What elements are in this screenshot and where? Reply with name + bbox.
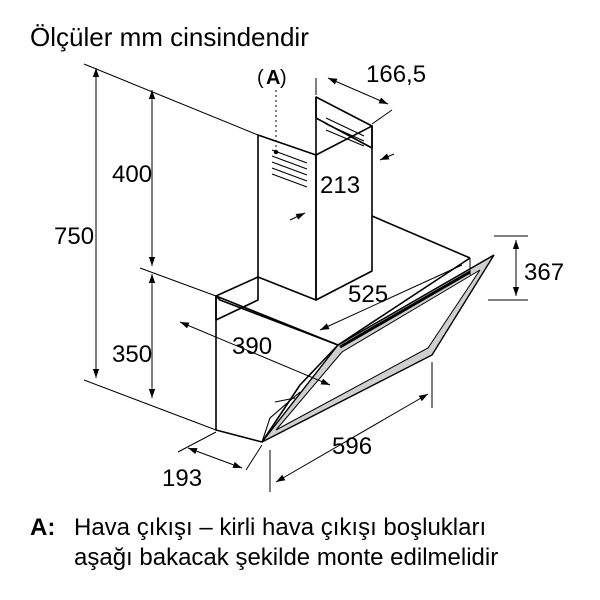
dim-depth: 193 [162, 465, 202, 492]
dim-body-side: 525 [348, 281, 388, 308]
chimney [257, 96, 373, 301]
dim-glass-height: 367 [524, 259, 564, 286]
chimney-vent-slots [271, 117, 365, 188]
dim-glass-width: 596 [332, 433, 372, 460]
dim-body-height: 350 [112, 341, 152, 368]
legend: A: Hava çıkışı – kirli hava çıkışı boşluk… [30, 513, 498, 573]
legend-text-1: Hava çıkışı – kirli hava çıkışı boşlukla… [74, 514, 487, 541]
dim-body-front: 390 [232, 333, 272, 360]
callout-open: ( [257, 67, 264, 89]
diagram-title: Ölçüler mm cinsindendir [30, 22, 309, 52]
legend-key: A: [30, 514, 56, 541]
dim-chimney-height: 400 [112, 161, 152, 188]
dim-total-height: 750 [54, 223, 94, 250]
callout-close: ) [280, 67, 287, 89]
legend-line-1: A: Hava çıkışı – kirli hava çıkışı boşluk… [30, 513, 498, 543]
dimension-labels: 750 400 350 166,5 213 367 525 390 596 19… [54, 61, 564, 492]
dim-chimney-depth: 213 [320, 172, 360, 199]
dimension-lines [83, 63, 528, 492]
air-outlet-callout: ( A ) [257, 67, 287, 155]
dim-chimney-width: 166,5 [366, 61, 426, 88]
callout-letter: A [266, 67, 280, 89]
legend-line-2: aşağı bakacak şekilde monte edilmelidir [74, 544, 499, 571]
